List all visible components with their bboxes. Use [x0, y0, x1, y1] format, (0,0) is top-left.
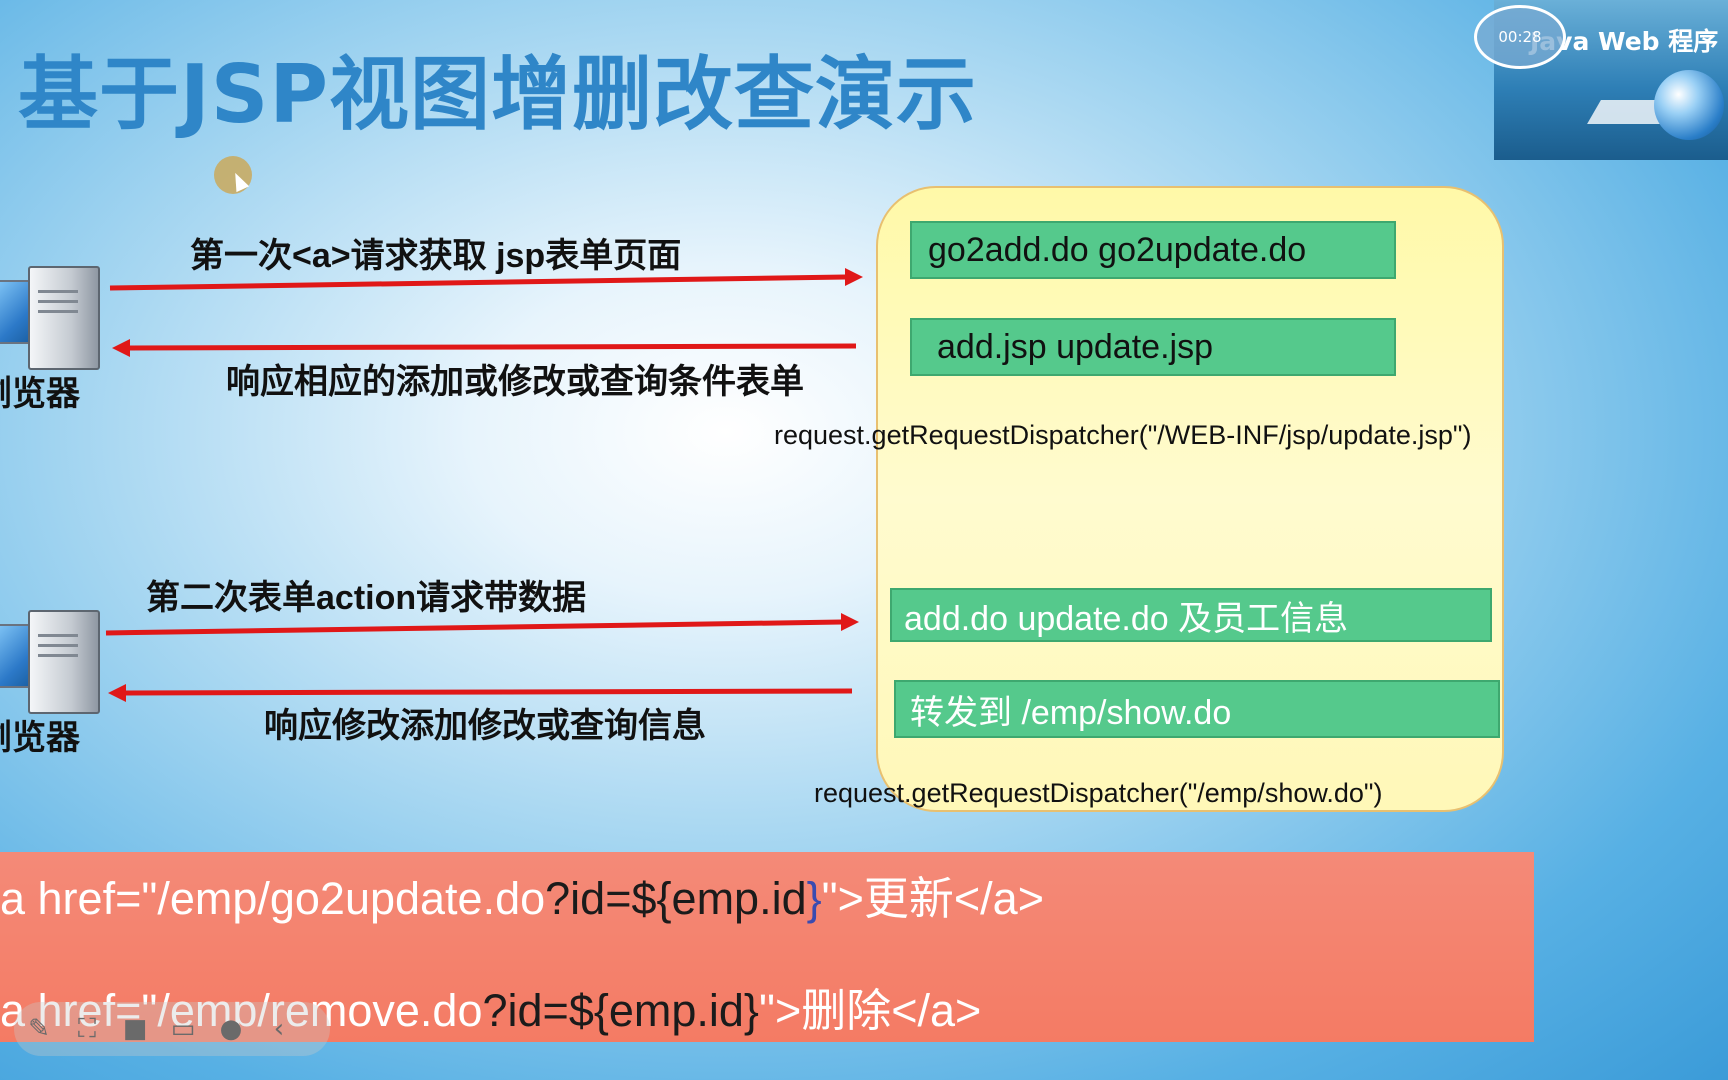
code-line-update: a href="/emp/go2update.do?id=${emp.id}">… [0, 873, 1044, 924]
slide-title: 基于JSP视图增删改查演示 [18, 48, 978, 141]
arrow-response-1 [112, 339, 857, 357]
arrow-request-2 [105, 613, 859, 636]
code-snippet-bar: a href="/emp/go2update.do?id=${emp.id}">… [0, 852, 1534, 1042]
server-box-forward: 转发到 /emp/show.do [894, 680, 1500, 738]
comment-icon[interactable]: ▭ [170, 1014, 196, 1044]
arrow-response-2 [108, 684, 853, 702]
request-label-2: 第二次表单action请求带数据 [146, 579, 587, 617]
camera-icon[interactable]: ■ [122, 1014, 148, 1044]
code-line-remove: a href="/emp/remove.do?id=${emp.id}">删除<… [0, 985, 982, 1036]
more-icon[interactable]: ● [219, 1014, 243, 1044]
server-box-go2add: go2add.do go2update.do [910, 221, 1396, 279]
dispatcher-call-2: request.getRequestDispatcher("/emp/show.… [814, 778, 1383, 808]
response-label-2: 响应修改添加修改或查询信息 [264, 707, 706, 745]
arrow-request-1 [109, 268, 863, 291]
recording-timer: 00:28 [1474, 5, 1566, 69]
browser-label-2: 浏览器 [0, 719, 80, 757]
globe-icon [1654, 70, 1724, 140]
collapse-icon[interactable]: ‹ [273, 1014, 285, 1044]
browser-computer-icon [0, 262, 106, 372]
cursor-highlight [214, 156, 252, 194]
server-box-jsp: add.jsp update.jsp [910, 318, 1396, 376]
request-label-1: 第一次<a>请求获取 jsp表单页面 [190, 237, 682, 275]
response-label-1: 响应相应的添加或修改或查询条件表单 [226, 363, 804, 401]
dispatcher-call-1: request.getRequestDispatcher("/WEB-INF/j… [774, 420, 1472, 450]
screenshot-icon[interactable]: ⛶ [77, 1013, 97, 1044]
presentation-toolbar: ✎ ⛶ ■ ▭ ● ‹ [14, 1002, 330, 1056]
pen-icon[interactable]: ✎ [28, 1014, 50, 1044]
browser-label-1: 浏览器 [0, 375, 80, 413]
browser-computer-icon [0, 606, 106, 716]
server-box-add-do: add.do update.do 及员工信息 [890, 588, 1492, 642]
